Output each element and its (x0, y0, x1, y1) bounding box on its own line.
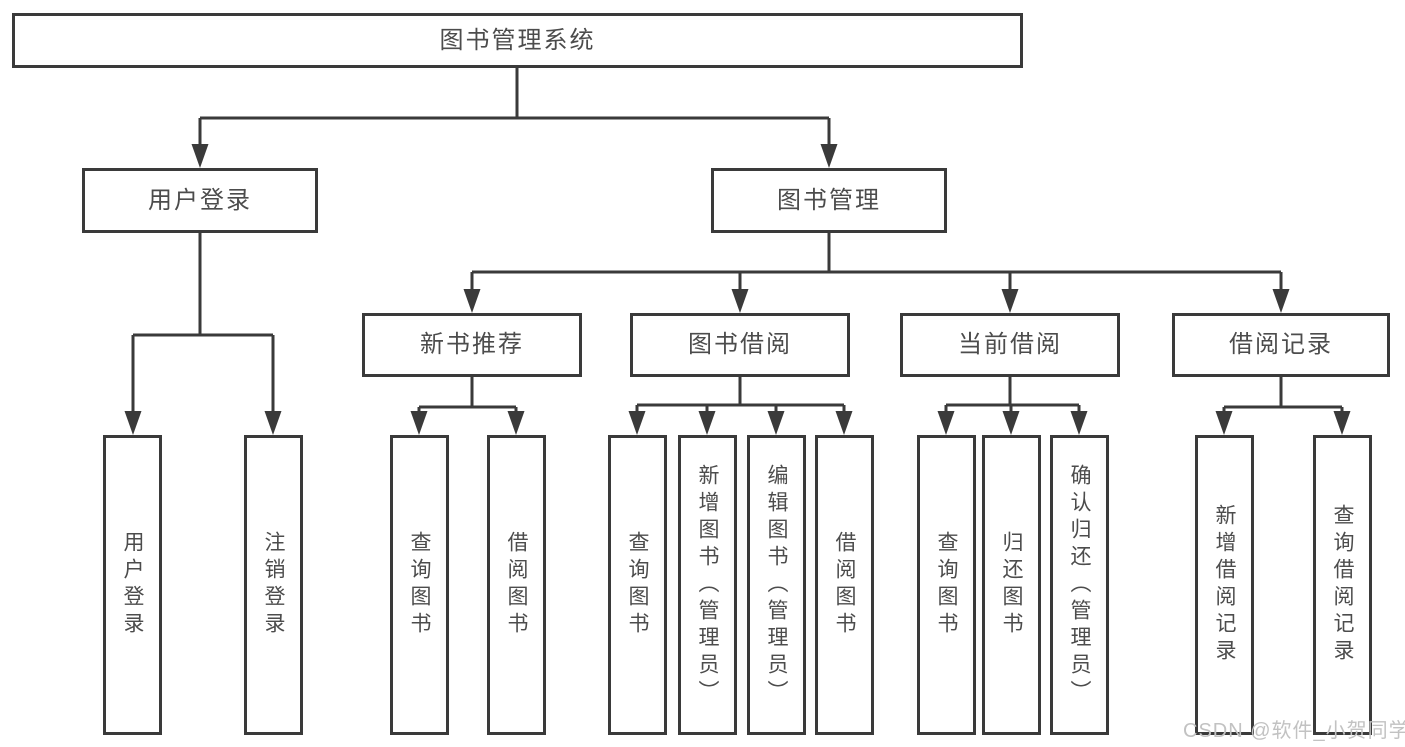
leaf-current-query-books-label: 查询图书 (935, 531, 958, 639)
leaf-records-query-record-label: 查询借阅记录 (1331, 504, 1354, 666)
leaf-borrow-borrow-books: 借阅图书 (815, 435, 874, 735)
node-book-borrow-label: 图书借阅 (688, 331, 792, 358)
node-book-management: 图书管理 (711, 168, 947, 233)
leaf-borrow-edit-books-label: 编辑图书（管理员） (765, 463, 788, 707)
leaf-records-query-record: 查询借阅记录 (1313, 435, 1372, 735)
leaf-current-query-books: 查询图书 (917, 435, 976, 735)
leaf-current-return-books-label: 归还图书 (1000, 531, 1023, 639)
node-user-login: 用户登录 (82, 168, 318, 233)
node-user-login-label: 用户登录 (148, 186, 252, 214)
leaf-current-return-books: 归还图书 (982, 435, 1041, 735)
node-root-label: 图书管理系统 (439, 26, 596, 54)
leaf-logout: 注销登录 (244, 435, 303, 735)
leaf-recommend-borrow-books: 借阅图书 (487, 435, 546, 735)
leaf-logout-label: 注销登录 (262, 531, 285, 639)
arrowheads (124, 144, 1351, 435)
node-book-management-label: 图书管理 (777, 186, 881, 214)
node-current-borrow-label: 当前借阅 (958, 331, 1062, 358)
node-book-borrow: 图书借阅 (630, 313, 850, 377)
leaf-user-login: 用户登录 (103, 435, 162, 735)
leaf-borrow-query-books: 查询图书 (608, 435, 667, 735)
node-borrow-records-label: 借阅记录 (1229, 331, 1333, 358)
leaf-recommend-borrow-books-label: 借阅图书 (505, 531, 528, 639)
node-new-book-recommend: 新书推荐 (362, 313, 582, 377)
node-borrow-records: 借阅记录 (1172, 313, 1390, 377)
leaf-user-login-label: 用户登录 (121, 531, 144, 639)
csdn-watermark: CSDN @软件_小贺同学 (1183, 720, 1405, 742)
leaf-recommend-query-books: 查询图书 (390, 435, 449, 735)
leaf-borrow-add-books-label: 新增图书（管理员） (696, 463, 719, 707)
leaf-borrow-add-books: 新增图书（管理员） (678, 435, 737, 735)
node-current-borrow: 当前借阅 (900, 313, 1120, 377)
leaf-borrow-borrow-books-label: 借阅图书 (833, 531, 856, 639)
leaf-borrow-query-books-label: 查询图书 (626, 531, 649, 639)
node-new-book-recommend-label: 新书推荐 (420, 331, 524, 358)
leaf-borrow-edit-books: 编辑图书（管理员） (747, 435, 806, 735)
leaf-current-confirm-return-label: 确认归还（管理员） (1068, 463, 1091, 707)
node-root: 图书管理系统 (12, 13, 1023, 68)
leaf-recommend-query-books-label: 查询图书 (408, 531, 431, 639)
leaf-records-add-record-label: 新增借阅记录 (1213, 504, 1236, 666)
leaf-current-confirm-return: 确认归还（管理员） (1050, 435, 1109, 735)
leaf-records-add-record: 新增借阅记录 (1195, 435, 1254, 735)
